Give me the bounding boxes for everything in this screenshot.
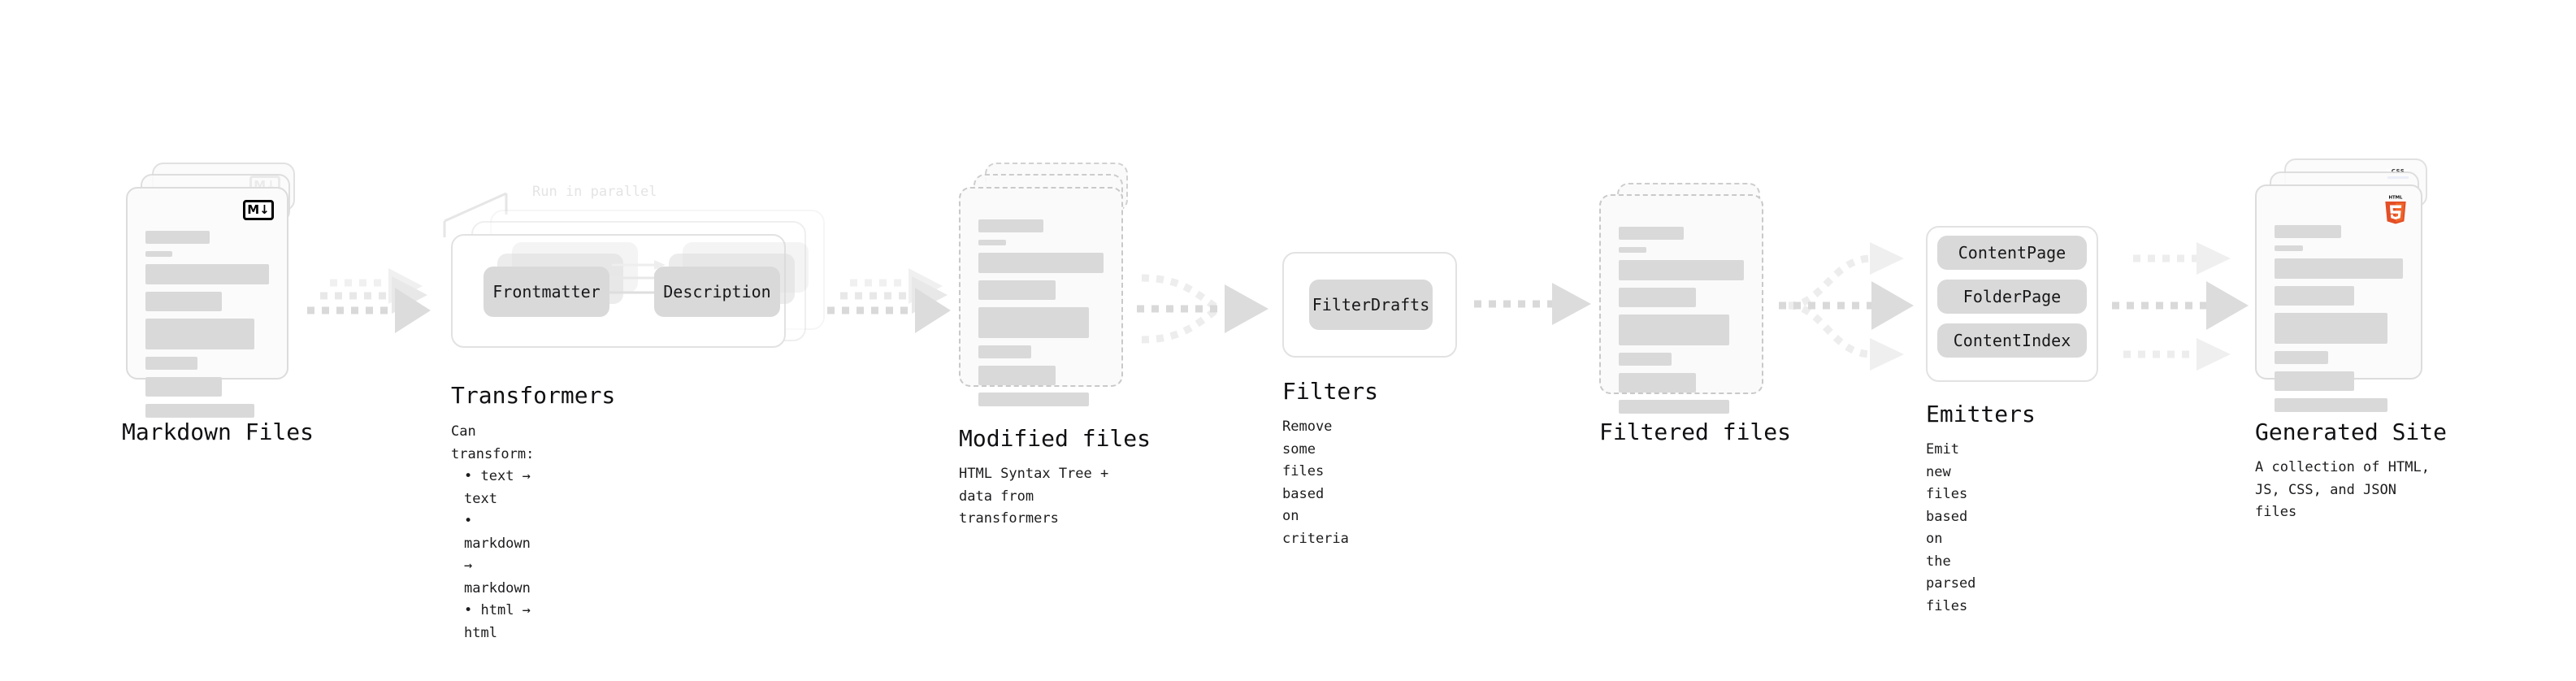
content-bar <box>1619 314 1729 345</box>
content-bar <box>145 231 210 244</box>
connector-modified-to-filters <box>1134 260 1272 366</box>
arrow-straight-stacked-icon <box>827 268 951 333</box>
markdown-letter: M <box>247 202 259 217</box>
content-bar <box>978 345 1031 358</box>
transformers-lead: Can transform: <box>451 423 535 462</box>
markdown-files-title: Markdown Files <box>122 419 314 445</box>
content-bar <box>2275 371 2354 391</box>
content-bar <box>1619 260 1744 280</box>
filtered-card-front <box>1599 194 1763 414</box>
transformers-item: markdown → markdown <box>464 510 534 600</box>
content-bar <box>1619 373 1697 393</box>
content-bar <box>978 307 1089 338</box>
modified-card-content <box>978 219 1104 414</box>
modified-files-subtitle: HTML Syntax Tree + data from transformer… <box>959 466 1109 527</box>
modified-files-title: Modified files <box>959 425 1151 452</box>
stage-generated-site: CSS HTML <box>2255 158 2447 520</box>
transformer-chip-label: Description <box>663 282 771 301</box>
content-bar <box>145 292 223 311</box>
filter-chip-filterdrafts[interactable]: FilterDrafts <box>1309 280 1433 330</box>
generated-site-subtitle: A collection of HTML, JS, CSS, and JSON … <box>2255 459 2430 521</box>
stage-modified-files: Modified files HTML Syntax Tree + data f… <box>959 163 1151 527</box>
modified-card-front <box>959 187 1123 406</box>
transformers-item: html → html <box>464 600 534 644</box>
content-bar <box>2275 351 2329 364</box>
run-in-parallel-label: Run in parallel <box>532 184 657 200</box>
content-bar <box>1619 227 1685 240</box>
markdown-icon: M ↓ <box>243 200 274 220</box>
arrow-parallel-three-icon <box>2112 242 2249 371</box>
content-bar <box>145 377 223 397</box>
content-bar <box>145 264 269 284</box>
content-bar <box>978 219 1044 232</box>
content-bar <box>1619 288 1697 307</box>
connector-filters-to-filtered <box>1471 283 1593 340</box>
transformers-item: text → text <box>464 466 534 510</box>
stage-filtered-files: Filtered files <box>1599 183 1791 445</box>
parallel-bracket-icon <box>443 192 508 237</box>
transformer-chip-description[interactable]: Description <box>654 267 780 317</box>
arrow-straight-icon <box>1474 283 1591 325</box>
content-bar <box>1619 400 1729 414</box>
content-bar <box>2275 225 2342 238</box>
connector-transformers-to-modified <box>821 268 951 358</box>
emitter-chip-label: FolderPage <box>1962 287 2062 306</box>
generated-card-front: HTML <box>2255 184 2422 412</box>
markdown-arrow: ↓ <box>259 202 270 217</box>
stage-markdown-files: M ↓ M ↓ M ↓ <box>122 163 314 445</box>
connector-markdown-to-transformers <box>301 268 431 358</box>
generated-card-content <box>2275 225 2403 419</box>
svg-text:HTML: HTML <box>2388 195 2403 200</box>
connector-filtered-to-emitters <box>1776 234 1922 376</box>
transformers-item-list: text → text markdown → markdown html → h… <box>451 466 534 644</box>
emitter-chip-contentpage[interactable]: ContentPage <box>1937 236 2087 270</box>
content-bar <box>145 251 173 257</box>
content-bar <box>2275 286 2354 306</box>
filtered-file-stack <box>1599 183 1774 427</box>
content-bar <box>2275 313 2388 344</box>
generated-site-title: Generated Site <box>2255 419 2448 445</box>
filtered-card-content <box>1619 227 1744 421</box>
transformers-capabilities: Can transform: text → text markdown → ma… <box>451 421 534 644</box>
filter-chip-label: FilterDrafts <box>1312 295 1430 314</box>
markdown-card-front: M ↓ <box>126 187 288 418</box>
content-bar <box>145 357 197 370</box>
content-bar <box>978 366 1056 385</box>
transformer-chip-frontmatter[interactable]: Frontmatter <box>484 267 609 317</box>
content-bar <box>2275 398 2388 412</box>
emitter-chip-contentindex[interactable]: ContentIndex <box>1937 323 2087 358</box>
connector-emitters-to-generated <box>2109 234 2263 376</box>
arrow-merge-icon <box>1137 274 1268 344</box>
transformers-title: Transformers <box>451 382 616 409</box>
content-bar <box>978 393 1089 406</box>
emitters-subtitle: Emit new files based on the parsed files <box>1926 441 1976 614</box>
content-bar <box>145 404 254 418</box>
content-bar <box>2275 258 2403 279</box>
markdown-file-stack: M ↓ M ↓ M ↓ <box>126 163 301 418</box>
filters-title: Filters <box>1282 378 1379 405</box>
content-bar <box>1619 247 1646 253</box>
modified-file-stack <box>959 163 1134 431</box>
arrow-straight-stacked-icon <box>307 268 431 333</box>
content-bar <box>1619 353 1672 366</box>
generated-file-stack: CSS HTML <box>2255 158 2434 419</box>
content-bar <box>978 253 1104 273</box>
arrow-fan-out-icon <box>1779 242 1914 371</box>
content-bar <box>978 240 1006 245</box>
emitter-chip-label: ContentPage <box>1958 243 2066 262</box>
filtered-files-title: Filtered files <box>1599 419 1792 445</box>
emitter-chip-folderpage[interactable]: FolderPage <box>1937 280 2087 314</box>
content-bar <box>978 280 1056 300</box>
filters-subtitle: Remove some files based on criteria <box>1282 419 1349 547</box>
html5-icon: HTML <box>2382 193 2409 224</box>
content-bar <box>145 319 254 349</box>
markdown-card-content <box>145 231 269 425</box>
emitter-chip-label: ContentIndex <box>1953 331 2071 350</box>
emitters-title: Emitters <box>1926 401 2036 427</box>
content-bar <box>2275 245 2303 251</box>
transformer-chip-label: Frontmatter <box>492 282 601 301</box>
